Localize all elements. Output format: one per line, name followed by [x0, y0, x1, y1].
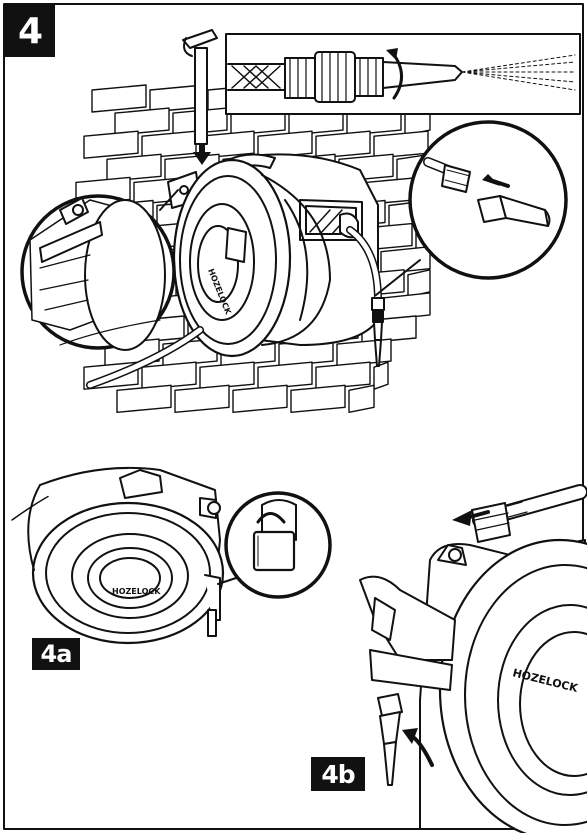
- bracket-detail-callout: [20, 189, 179, 351]
- reel-4b: [359, 484, 587, 833]
- wall-brick: [380, 246, 431, 275]
- wall-brick: [382, 292, 431, 321]
- hanging-nozzle: [371, 297, 385, 367]
- wall-brick: [315, 130, 371, 159]
- padlock-callout: [217, 491, 332, 599]
- spray-nozzle-detail: [225, 33, 581, 115]
- wall-brick: [407, 269, 431, 298]
- step-4b-badge: 4b: [311, 757, 365, 791]
- main-hose-reel: [167, 153, 379, 358]
- wall-brick: [83, 130, 139, 159]
- wall-brick: [290, 384, 346, 413]
- wall-brick: [336, 338, 392, 367]
- wall-brick: [116, 384, 172, 413]
- wall-brick: [106, 153, 162, 182]
- wall-brick: [373, 361, 389, 390]
- wall-brick: [199, 361, 255, 390]
- wall-brick: [373, 130, 429, 159]
- connector-detail-callout: [375, 120, 568, 296]
- reel-4a-brand: HOZELOCK: [112, 587, 161, 596]
- page-frame: [3, 3, 584, 830]
- wall-brick: [257, 130, 313, 159]
- main-hose: [86, 226, 382, 389]
- wall-brick: [91, 84, 147, 113]
- down-arrow-icon: [193, 144, 211, 165]
- wall-brick: [315, 361, 371, 390]
- wall-brick: [257, 361, 313, 390]
- step-number-badge: 4: [5, 5, 55, 57]
- wall-brick: [348, 384, 375, 413]
- wall-brick: [174, 384, 230, 413]
- reel-4a: [11, 466, 225, 645]
- wall-brick: [232, 384, 288, 413]
- step-4a-badge: 4a: [32, 638, 80, 670]
- wall-brick: [114, 107, 170, 136]
- wall-brick: [141, 361, 197, 390]
- wall-brick: [141, 130, 197, 159]
